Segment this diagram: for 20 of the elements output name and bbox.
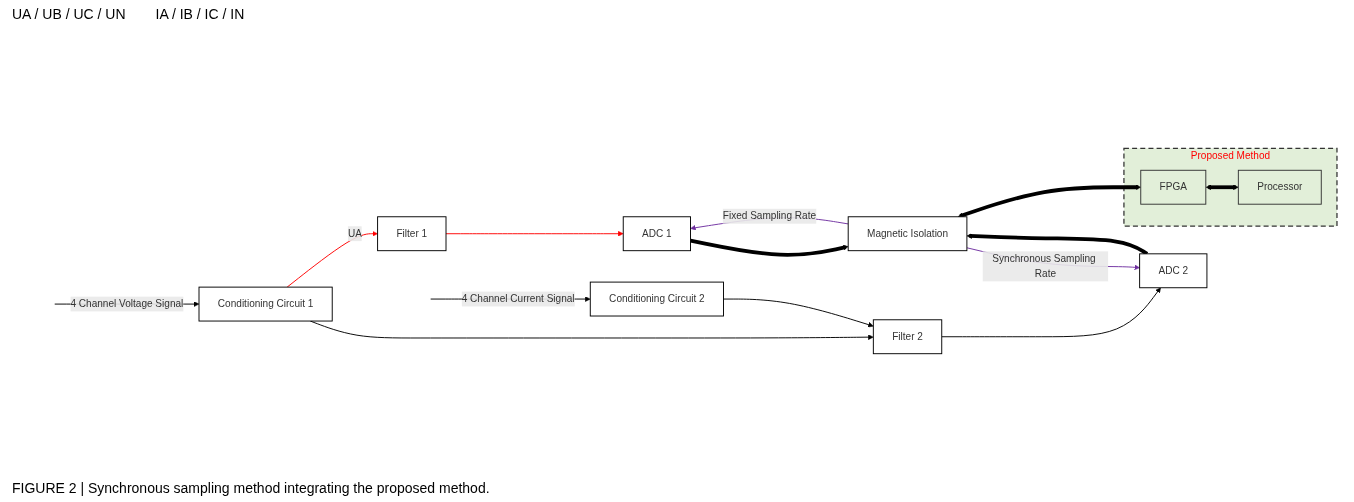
node-box: Filter 1: [377, 216, 447, 252]
node-box: FPGA: [1140, 169, 1207, 205]
edge-label: 4 Channel Current Signal: [461, 293, 575, 305]
arrow: [957, 184, 1141, 218]
edge-label: Fixed Sampling Rate: [722, 210, 817, 222]
arrow: [1205, 184, 1239, 190]
node-box: Filter 2: [872, 319, 943, 355]
node-box: Processor: [1237, 169, 1322, 205]
edge-label: UA: [347, 228, 362, 239]
node-box: Conditioning Circuit 2: [589, 281, 724, 317]
signal-names: IA / IB / IC / IN: [155, 6, 245, 22]
node-box: Conditioning Circuit 1: [198, 286, 333, 322]
signal-names: UA / UB / UC / UN: [12, 6, 126, 22]
figure-caption: FIGURE 2 | Synchronous sampling method integrating the proposed method.: [12, 480, 491, 496]
edge-label: Synchronous Sampling Rate: [992, 253, 1096, 279]
node-box: Magnetic Isolation: [847, 216, 968, 252]
node-box: ADC 2: [1139, 253, 1208, 289]
node-box: ADC 1: [622, 216, 691, 252]
arrow: [690, 238, 849, 257]
edge-label: 4 Channel Voltage Signal: [70, 298, 184, 310]
